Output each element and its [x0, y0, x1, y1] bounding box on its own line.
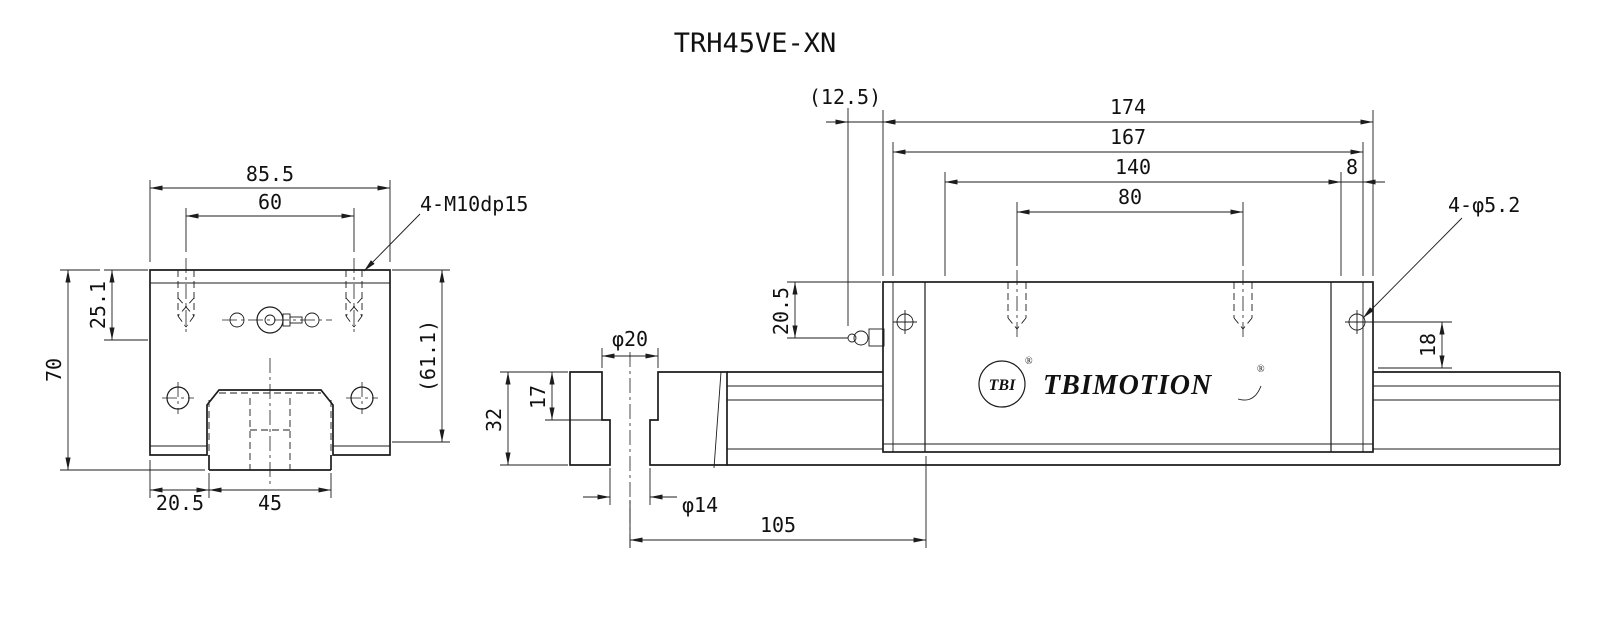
tbi-badge-text: TBI — [989, 377, 1016, 394]
endcap-screw-left — [893, 310, 917, 334]
dim-text-80: 80 — [1118, 185, 1142, 209]
dim-nipple-ref: (12.5) — [809, 85, 905, 326]
registered-mark-badge: ® — [1025, 356, 1033, 367]
top-tapped-hole-left — [1007, 270, 1027, 338]
dim-hole-height: 18 — [1369, 321, 1452, 369]
endcap-screw-right — [1345, 310, 1369, 334]
dim-text-12-5: (12.5) — [809, 85, 881, 109]
top-tapped-hole-right — [1233, 270, 1253, 338]
dim-height-ref: (61.1) — [392, 269, 450, 443]
tapped-hole-right — [345, 258, 363, 334]
dim-counterbore-depth: 17 — [526, 371, 602, 421]
dim-hole-to-block: 105 — [629, 456, 927, 548]
dim-text-167: 167 — [1110, 125, 1146, 149]
side-bolt-right — [346, 382, 378, 414]
dim-text-45: 45 — [258, 491, 282, 515]
dim-text-20-5-front: 20.5 — [156, 491, 204, 515]
side-view: TBI ® TBIMOTION ® (12.5) 174 167 — [482, 85, 1561, 548]
dim-bolt-spacing: 60 — [185, 190, 355, 252]
dim-text-25-1: 25.1 — [86, 281, 110, 329]
dim-length-overall: 174 — [882, 95, 1374, 276]
grease-nipple-side — [847, 328, 885, 347]
dim-text-32: 32 — [482, 408, 506, 432]
carriage-side — [882, 281, 1374, 453]
dim-text-105: 105 — [760, 513, 796, 537]
rail-section — [569, 352, 728, 548]
dim-text-20-5-side: 20.5 — [769, 287, 793, 335]
dim-text-85-5: 85.5 — [246, 162, 294, 186]
dim-hole-spacing: 80 — [1016, 185, 1244, 266]
grease-nipple-front — [222, 306, 332, 334]
dim-text-8: 8 — [1346, 155, 1358, 179]
tbi-badge-circle — [978, 360, 1026, 408]
tbimotion-logo-text: TBIMOTION — [1043, 370, 1213, 401]
label-text-hole: 4-φ5.2 — [1448, 193, 1520, 217]
side-bolt-left — [162, 382, 194, 414]
dim-width-overall: 85.5 — [149, 162, 391, 262]
dim-text-phi20: φ20 — [612, 327, 648, 351]
dim-height-overall: 70 — [42, 269, 205, 471]
dim-text-18: 18 — [1416, 333, 1440, 357]
brand-logo: TBI ® TBIMOTION ® — [978, 356, 1265, 408]
dim-rail-height: 32 — [482, 371, 568, 466]
tapped-hole-left — [177, 258, 195, 334]
dim-text-17: 17 — [526, 385, 550, 409]
dim-text-phi14: φ14 — [682, 493, 718, 517]
dim-length-mount: 140 8 — [944, 155, 1385, 276]
dim-text-60: 60 — [258, 190, 282, 214]
dim-top-to-nipple: 20.5 — [769, 281, 881, 339]
label-tap: 4-M10dp15 — [363, 192, 528, 272]
dim-bolt-hole-dia: φ14 — [583, 468, 718, 517]
label-endcap-hole: 4-φ5.2 — [1362, 193, 1520, 319]
dim-length-body: 167 — [892, 125, 1364, 276]
registered-mark-brand: ® — [1257, 364, 1265, 375]
dim-text-61-1: (61.1) — [416, 320, 440, 392]
dim-height-to-center: 25.1 — [86, 269, 148, 341]
label-text-tap: 4-M10dp15 — [420, 192, 528, 216]
dim-text-70: 70 — [42, 358, 66, 382]
front-view: 85.5 60 4-M10dp15 25.1 70 — [42, 162, 528, 515]
carriage-outline — [149, 269, 391, 456]
dim-counterbore-dia: φ20 — [601, 327, 659, 368]
dim-text-174: 174 — [1110, 95, 1146, 119]
logo-swoosh — [1237, 385, 1262, 401]
dim-bottom: 20.5 45 — [149, 460, 332, 515]
drawing-title: TRH45VE-XN — [674, 28, 837, 59]
rail-side — [727, 371, 1561, 466]
dim-text-140: 140 — [1115, 155, 1151, 179]
rail-front-profile — [208, 358, 332, 486]
